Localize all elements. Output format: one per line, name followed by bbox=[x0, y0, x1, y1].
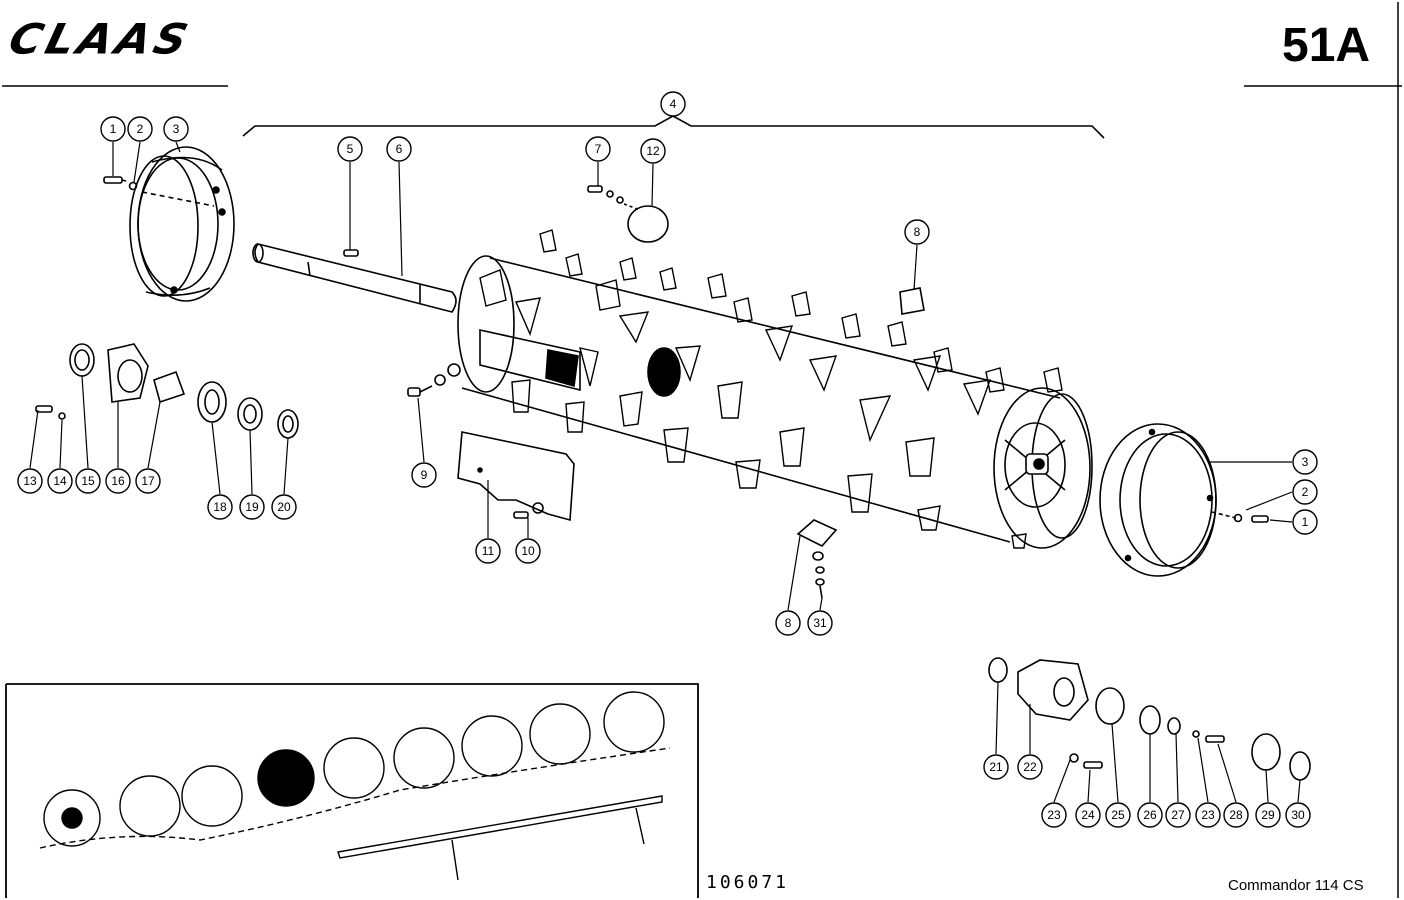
callout-8-upper: 8 bbox=[914, 225, 921, 239]
left-end-ring bbox=[129, 146, 235, 302]
callout-14: 14 bbox=[53, 474, 67, 488]
callout-8-lower: 8 bbox=[785, 616, 792, 630]
callout-25: 25 bbox=[1111, 808, 1125, 822]
drum-teeth bbox=[479, 229, 1063, 549]
right-end-ring bbox=[1099, 423, 1237, 577]
inset-frame bbox=[5, 683, 699, 898]
callout-labels: 4 5 6 7 12 1 2 3 8 9 13 14 15 16 17 18 1… bbox=[23, 97, 1308, 822]
callout-5: 5 bbox=[347, 142, 354, 156]
callout-1-right: 1 bbox=[1302, 515, 1309, 529]
callout-11: 11 bbox=[482, 544, 495, 558]
callout-4: 4 bbox=[670, 97, 677, 111]
leader-lines bbox=[29, 141, 1301, 803]
callout-23-a: 23 bbox=[1047, 808, 1061, 822]
drawing-number: 106071 bbox=[706, 872, 790, 893]
left-bolt-washer bbox=[103, 176, 138, 191]
callout-19: 19 bbox=[245, 500, 259, 514]
cover-sheet bbox=[457, 431, 575, 522]
cover-plate-parts bbox=[587, 185, 925, 315]
callout-12: 12 bbox=[646, 144, 660, 158]
callout-16: 16 bbox=[111, 474, 125, 488]
callout-31: 31 bbox=[813, 616, 827, 630]
right-bolt-washer bbox=[1233, 513, 1269, 523]
left-bearing-group bbox=[35, 343, 299, 439]
assembly-bracket bbox=[242, 115, 1105, 139]
callout-6: 6 bbox=[396, 142, 403, 156]
callout-9: 9 bbox=[421, 468, 428, 482]
callout-22: 22 bbox=[1023, 760, 1037, 774]
callout-7: 7 bbox=[595, 142, 602, 156]
callout-3-left: 3 bbox=[173, 122, 180, 136]
callout-circles bbox=[17, 91, 1318, 828]
callout-10: 10 bbox=[521, 544, 535, 558]
model-name: Commandor 114 CS bbox=[1228, 877, 1364, 894]
callout-2-right: 2 bbox=[1302, 485, 1309, 499]
callout-15: 15 bbox=[81, 474, 95, 488]
callout-20: 20 bbox=[277, 500, 291, 514]
callout-27: 27 bbox=[1171, 808, 1185, 822]
callout-23-b: 23 bbox=[1201, 808, 1215, 822]
callout-3-right: 3 bbox=[1302, 455, 1309, 469]
callout-28: 28 bbox=[1229, 808, 1243, 822]
callout-29: 29 bbox=[1261, 808, 1275, 822]
inset-disc-row bbox=[39, 691, 671, 881]
drum-bolt bbox=[407, 363, 461, 397]
sheet-number: 51A bbox=[1282, 19, 1371, 72]
callout-17: 17 bbox=[141, 474, 155, 488]
callout-13: 13 bbox=[23, 474, 37, 488]
tooth-holder bbox=[796, 519, 838, 599]
brand-logo: CLAAS bbox=[4, 15, 197, 64]
sheet-bolt bbox=[513, 502, 544, 519]
callout-26: 26 bbox=[1143, 808, 1157, 822]
drive-shaft bbox=[252, 243, 457, 313]
callout-18: 18 bbox=[213, 500, 227, 514]
callout-30: 30 bbox=[1291, 808, 1305, 822]
callout-1-left: 1 bbox=[110, 122, 117, 136]
feeder-drum bbox=[457, 255, 1093, 549]
callout-21: 21 bbox=[989, 760, 1003, 774]
callout-2-left: 2 bbox=[137, 122, 144, 136]
callout-24: 24 bbox=[1081, 808, 1095, 822]
